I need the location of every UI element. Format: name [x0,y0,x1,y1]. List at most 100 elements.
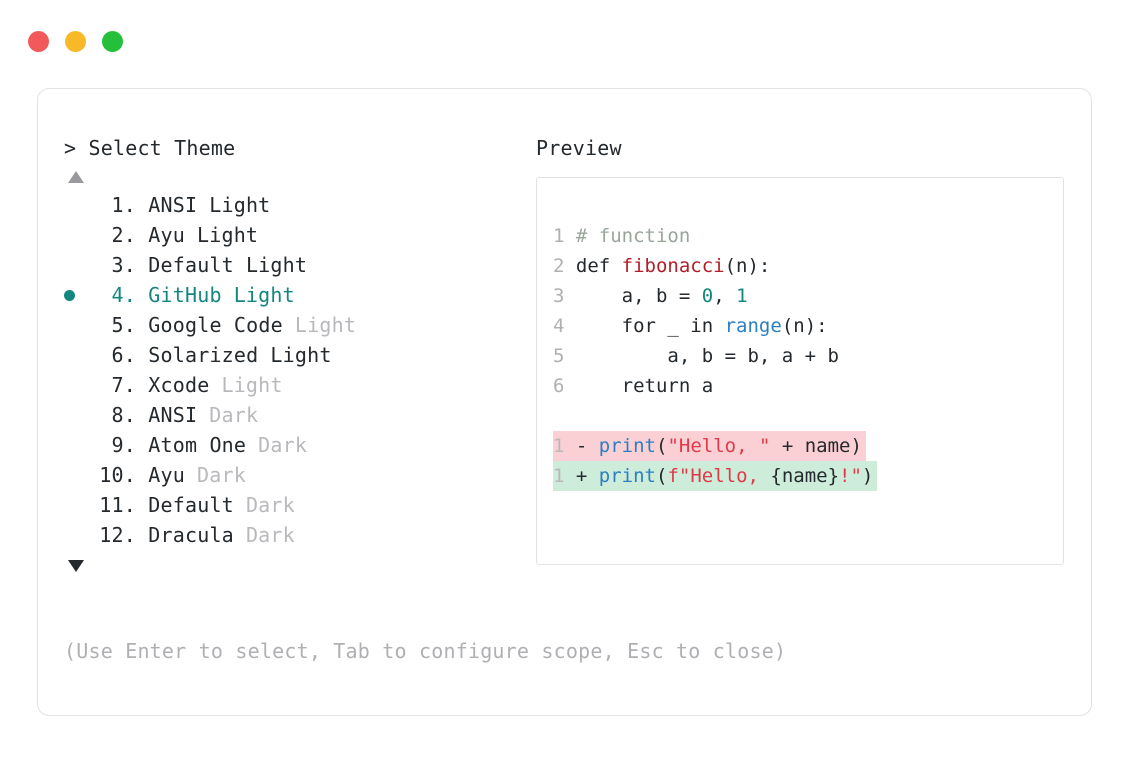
diff-line-added: 1 + print(f"Hello, {name}!") [537,461,1063,491]
selection-bullet-slot [64,190,92,220]
diff-marker: + [575,465,599,487]
code-token: print [598,435,656,457]
code-token: {name} [770,465,840,487]
theme-item-variant: Light [196,223,259,247]
code-token: (n): [781,315,828,337]
selection-bullet-slot [64,370,92,400]
diff-line-removed: 1 - print("Hello, " + name) [537,431,1063,461]
theme-list-item[interactable]: 8. ANSI Dark [64,400,534,430]
line-number: 2 [553,255,576,277]
code-token: ( [655,435,668,457]
selection-bullet-slot [64,520,92,550]
diff-line-number: 1 [553,435,576,457]
theme-item-name: ANSI [136,193,198,217]
theme-item-index: 8. [111,403,136,427]
theme-list-item[interactable]: 10. Ayu Dark [64,460,534,490]
theme-item-variant: Dark [209,403,259,427]
theme-item-variant: Light [245,253,308,277]
preview-title: Preview [536,136,622,160]
line-number: 6 [553,375,576,397]
code-token: 1 [736,285,748,307]
code-line: 5 a, b = b, a + b [553,341,1063,371]
diff-line-content: 1 - print("Hello, " + name) [553,431,866,461]
selection-bullet-slot [64,460,92,490]
code-token: for _ in [575,315,725,337]
code-line: 1 # function [553,221,1063,251]
theme-item-index: 4. [111,283,136,307]
theme-item-name: ANSI [136,403,198,427]
code-token: a, b = b, a + b [575,345,839,367]
theme-item-index: 3. [111,253,136,277]
theme-list-item[interactable]: 12. Dracula Dark [64,520,534,550]
code-token: ) [861,465,874,487]
theme-item-variant: Dark [245,523,295,547]
diff-line-number: 1 [553,465,576,487]
selection-bullet-slot [64,400,92,430]
line-number: 5 [553,345,576,367]
theme-list-item[interactable]: 3. Default Light [64,250,534,280]
window-titlebar [0,0,1129,76]
theme-item-name: Dracula [136,523,234,547]
line-number: 4 [553,315,576,337]
theme-item-index: 12. [99,523,136,547]
selection-bullet-slot [64,280,92,310]
theme-item-variant: Light [221,373,283,397]
theme-item-name: Default [136,493,234,517]
minimize-window-icon[interactable] [65,31,86,52]
code-token: 0 [701,285,714,307]
code-token: (n): [724,255,771,277]
code-token: ( [655,465,668,487]
theme-item-index: 2. [111,223,136,247]
theme-item-name: Ayu [136,463,185,487]
code-line: 2 def fibonacci(n): [553,251,1063,281]
select-theme-prompt: > Select Theme [64,136,236,160]
scroll-down-icon[interactable] [68,560,84,572]
code-token: , [713,285,737,307]
traffic-light-controls [28,31,123,52]
theme-item-variant: Light [294,313,357,337]
theme-item-variant: Light [233,283,295,307]
code-token: a, b = [575,285,702,307]
code-line: 6 return a [553,371,1063,401]
theme-item-name: Solarized [136,343,259,367]
code-token: f"Hello, [667,465,771,487]
close-window-icon[interactable] [28,31,49,52]
scroll-up-icon[interactable] [68,171,84,183]
code-token: "Hello, " [667,435,771,457]
theme-item-name: Google Code [136,313,283,337]
code-token: !" [839,465,862,487]
theme-item-variant: Dark [258,433,308,457]
diff-line-content: 1 + print(f"Hello, {name}!") [553,461,878,491]
selection-bullet-slot [64,490,92,520]
theme-item-index: 10. [99,463,136,487]
theme-list-item[interactable]: 5. Google Code Light [64,310,534,340]
code-blank-line [553,401,1063,431]
keyboard-hint: (Use Enter to select, Tab to configure s… [64,639,787,663]
preview-column: Preview [536,134,1066,162]
theme-list-item[interactable]: 1. ANSI Light [64,190,534,220]
theme-item-variant: Dark [196,463,246,487]
selection-bullet-slot [64,250,92,280]
code-line: 3 a, b = 0, 1 [553,281,1063,311]
theme-item-name: Default [136,253,234,277]
maximize-window-icon[interactable] [102,31,123,52]
code-token: # function [575,225,691,247]
theme-item-index: 1. [111,193,136,217]
code-token: def [575,255,622,277]
theme-item-index: 5. [111,313,136,337]
selection-bullet-slot [64,430,92,460]
selected-bullet-icon [64,289,75,301]
theme-item-name: Atom One [136,433,247,457]
code-token: + name) [770,435,862,457]
theme-item-variant: Light [209,193,271,217]
